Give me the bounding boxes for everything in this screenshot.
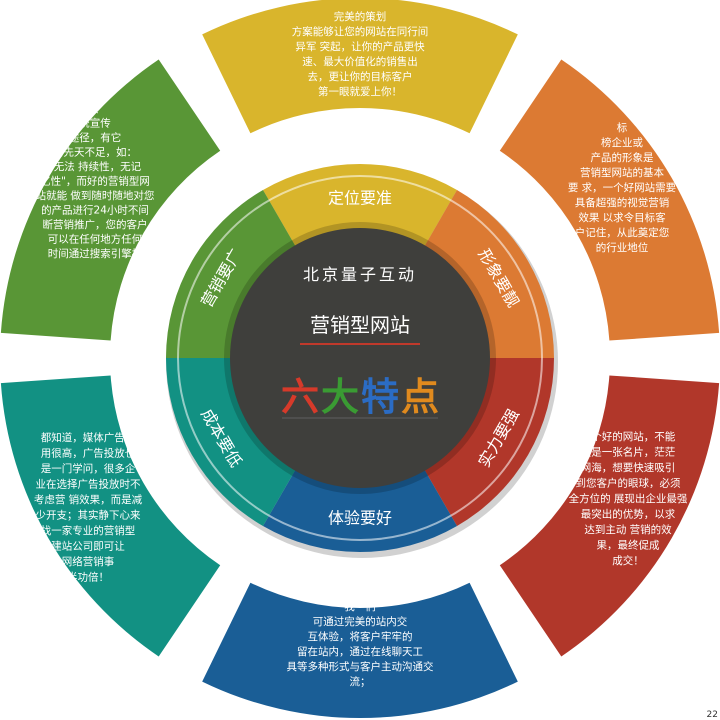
segment-label-4: 体验要好 (328, 509, 392, 528)
petal-text-line: 异军 突起，让你的产品更快 (295, 40, 425, 53)
petal-text-line: 找一家专业的营销型 (41, 524, 136, 537)
petal-text-line: 的行业地位 (596, 241, 649, 254)
petal-text-line: 业在选择广告投放时不 (36, 478, 141, 491)
petal-text-line: 可通过完美的站内交 (313, 615, 408, 628)
petal-shape (499, 375, 720, 657)
segment-2 (419, 189, 554, 358)
petal-text-line: 达到主动 营销的效 (584, 523, 672, 536)
petal-text-line: "无法 持续性，无记 (49, 160, 142, 173)
company-name: 北京量子互动 (303, 265, 417, 284)
petal-text-line: 都知道，媒体广告费 (41, 431, 136, 444)
title-char: 六 (281, 375, 319, 419)
petal-text-line: 时间通过搜索引擎找 (48, 247, 143, 260)
title-char: 特 (361, 375, 399, 419)
petal-text-line: 具等多种形式与客户主动沟通交 (287, 660, 434, 673)
petal-text-line: 只是一张名片，茫茫 (581, 446, 676, 459)
petal-shape (499, 59, 720, 341)
petal-text-line: 半功倍！ (67, 571, 109, 584)
petal-text-line: 具备超强的视觉营销 (575, 196, 670, 209)
petal-text-line: 完美的策划 (334, 10, 387, 23)
petal-text-line: 是一门学问，很多企 (41, 462, 136, 475)
ring-highlight (177, 175, 543, 541)
petal-text-line: 忆性"，而好的营销型网 (40, 175, 150, 188)
petal-shape (202, 0, 518, 134)
petal-text-line: 到您客户的眼球，必须 (576, 477, 681, 490)
petal-text-line: 榜企业或 (601, 136, 643, 149)
petal-text-line: 效果 以求令目标客 (578, 211, 666, 224)
petal-text-line: 户记住，从此奠定您 (575, 226, 670, 239)
petal-shape (0, 375, 221, 657)
petal-text-line: 标 (617, 122, 628, 134)
petal-text-line: 的产品进行24小时不间 (41, 204, 149, 217)
petal-shape (0, 59, 221, 341)
petal-text-line: 用很高，广告投放也 (41, 447, 136, 460)
title-char: 点 (401, 375, 439, 419)
petal-text-line: 去，更让你的目标客户 (308, 70, 413, 83)
petal-text-line: 的先天不足，如： (53, 146, 137, 159)
center-disc (230, 228, 490, 488)
petal-text-line: 考虑营 销效果，而是减 (34, 493, 143, 506)
segment-label-1: 定位要准 (328, 189, 392, 208)
segment-5 (166, 358, 301, 527)
petal-shape (202, 582, 518, 719)
page-number: 22 (706, 710, 718, 720)
petal-text-line: 少开支；其实静下心来 (36, 509, 141, 522)
petal-text-line: 最突出的优势，以求 (581, 508, 676, 521)
petal-text-line: 一个好的网站，不能 (581, 430, 676, 443)
petal-text-line: 流； (350, 675, 371, 688)
petal-text-line: 成交！ (612, 554, 644, 567)
center-subtitle: 营销型网站 (310, 313, 410, 337)
petal-text-line: 速、最大价值化的销售出 (302, 55, 418, 68)
petal-text-line: 断营销推广，您的客户 (43, 218, 148, 231)
title-char: 大 (321, 375, 359, 419)
petal-text-line: 果，最终促成 (597, 539, 660, 552)
segment-6 (166, 189, 301, 358)
petal-text-line: 我 们 (344, 600, 376, 613)
petal-text-line: 网海，想要快速吸引 (581, 461, 676, 474)
petal-text-line: 统宣传 (79, 117, 111, 130)
petal-text-line: 留在站内，通过在线聊天工 (297, 645, 423, 658)
petal-text-line: 产品的形象是 (591, 151, 654, 164)
petal-text-line: 网络营销事 (62, 555, 115, 568)
segment-3 (419, 358, 554, 527)
petal-text-line: 建站公司即可让 (51, 540, 125, 553)
petal-text-line: 要 求，一个好网站需要 (568, 181, 676, 194)
petal-text-line: 可以在任何地方任何 (48, 233, 143, 246)
petal-text-line: 途径，有它 (69, 131, 122, 144)
petal-text-line: 传 (90, 103, 101, 115)
petal-text-line: 互体验，将客户牢牢的 (308, 630, 413, 643)
petal-text-line: 第一眼就爱上你！ (318, 85, 402, 98)
petal-text-line: 全方位的 展现出企业最强 (569, 492, 688, 505)
petal-text-line: 站就能 做到随时随地对您 (36, 189, 155, 202)
petal-text-line: 方案能够让您的网站在同行间 (292, 25, 429, 38)
petal-text-line: 营销型网站的基本 (580, 166, 664, 179)
